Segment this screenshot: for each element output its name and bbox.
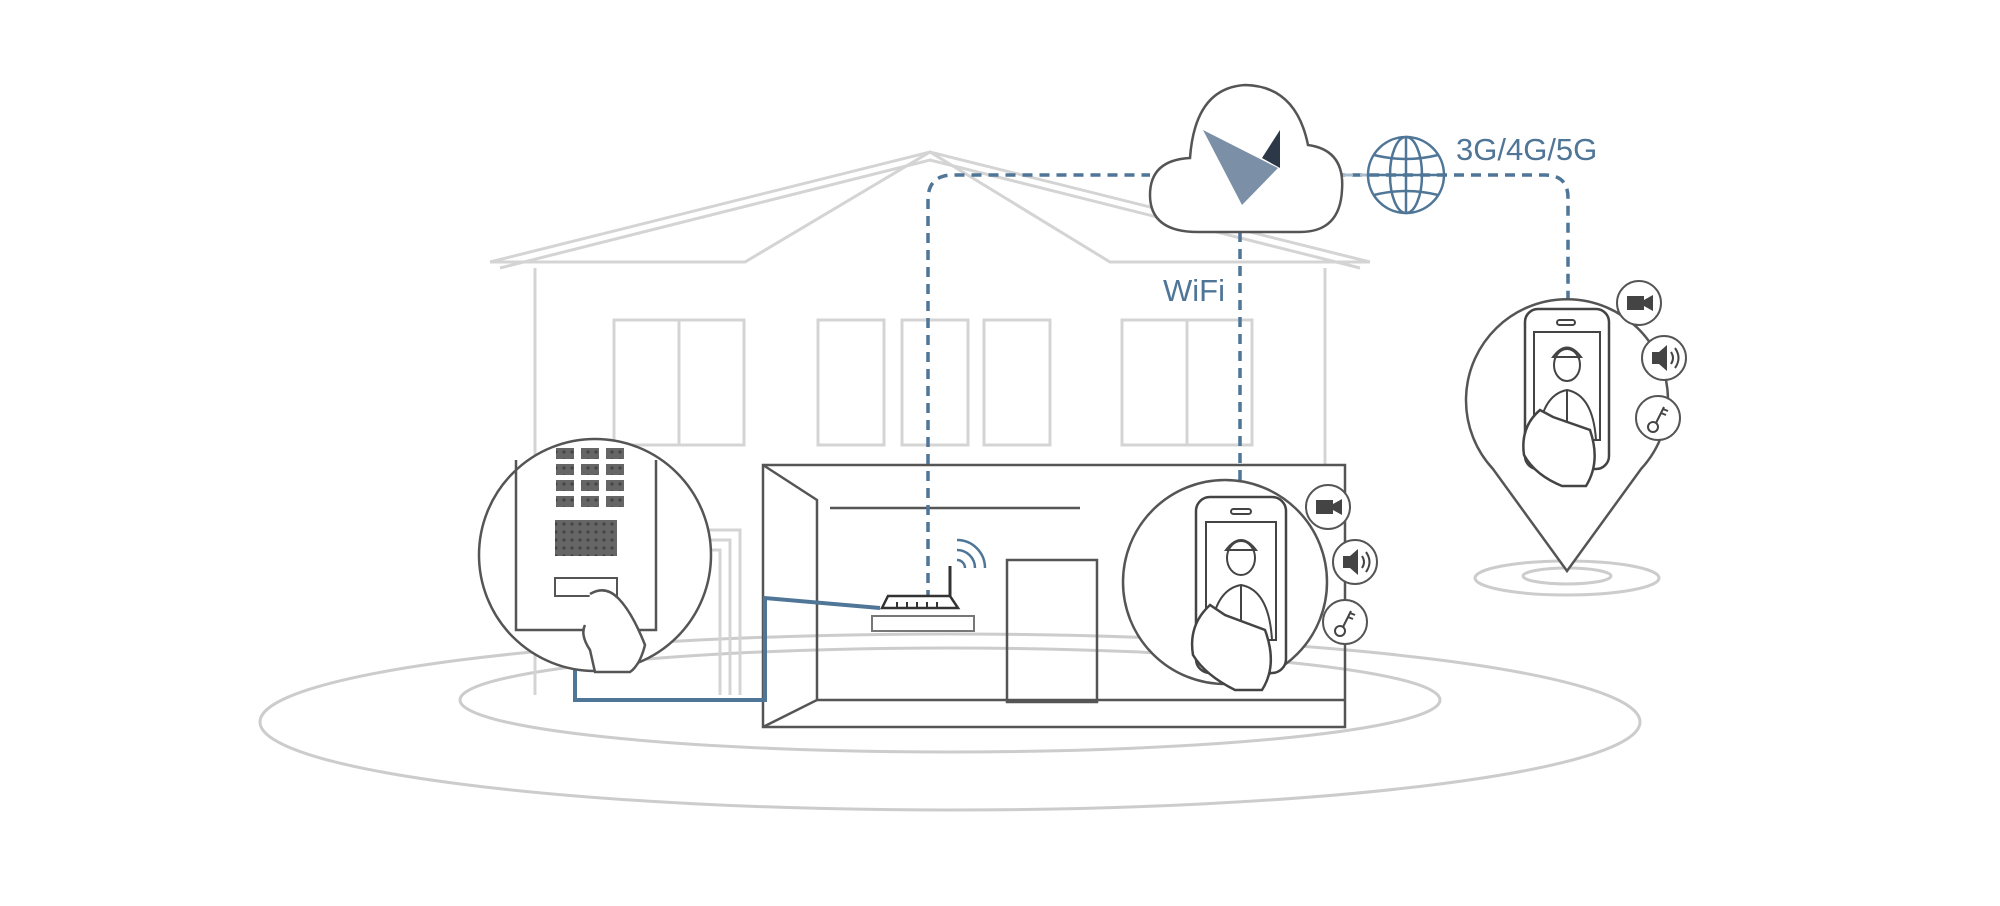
key-icon [1635,395,1681,441]
wired-connection [573,595,881,702]
speaker-icon [1332,539,1378,585]
globe-icon [1366,135,1446,215]
dashed-connections [926,173,1570,600]
mobile-network-label: 3G/4G/5G [1456,132,1597,167]
remote-phone-group [1522,280,1687,488]
video-camera-icon [1616,280,1662,326]
brand-logo-icon [1203,130,1280,205]
video-camera-icon [1305,484,1351,530]
indoor-phone-group [1121,478,1378,692]
smartphone-icon [1522,307,1611,488]
key-icon [1322,599,1368,645]
door-station-icon [477,437,713,674]
smartphone-icon [1190,495,1288,692]
wifi-label: WiFi [1163,273,1225,308]
router-icon [871,538,987,632]
speaker-icon [1641,335,1687,381]
ground-rings [258,632,1642,812]
